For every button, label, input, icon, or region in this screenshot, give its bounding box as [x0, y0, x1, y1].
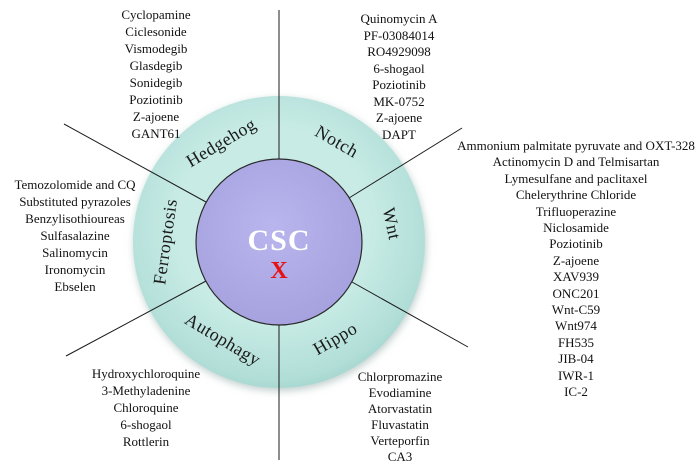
- drug-item: 6-shogaol: [120, 417, 172, 432]
- drug-item: Verteporfin: [370, 433, 430, 448]
- divider-line-lower-left: [65, 280, 207, 357]
- drug-item: FH535: [557, 334, 595, 350]
- divider-line-lower-right: [351, 281, 469, 348]
- drug-item: Cyclopamine: [121, 7, 191, 22]
- drug-item: Niclosamide: [543, 220, 609, 236]
- drug-item: Z-ajoene: [375, 110, 423, 125]
- drug-item: Trifluoperazine: [535, 203, 617, 219]
- drug-item: Lymesulfane and paclitaxel: [504, 170, 648, 186]
- drug-item: Salinomycin: [42, 245, 108, 260]
- drug-item: Poziotinib: [129, 92, 183, 107]
- drug-item: Z-ajoene: [132, 109, 180, 124]
- drug-item: Benzylisothioureas: [25, 211, 125, 226]
- drug-item: Atorvastatin: [367, 401, 433, 416]
- drug-item: Sonidegib: [129, 75, 183, 90]
- drug-item: Chloroquine: [113, 400, 179, 415]
- drug-item: Evodiamine: [368, 385, 432, 400]
- drug-item: Poziotinib: [372, 77, 426, 92]
- drug-item: Ciclesonide: [125, 24, 187, 39]
- drug-item: 6-shogaol: [373, 60, 425, 76]
- csc-center-label: CSC: [247, 224, 310, 257]
- drug-item: Z-ajoene: [552, 252, 600, 268]
- drug-item: GANT61: [131, 126, 181, 141]
- drug-item: JIB-04: [558, 351, 594, 367]
- drug-item: RO4929098: [367, 44, 431, 59]
- drug-item: Ammonium palmitate pyruvate and OXT-328: [457, 138, 695, 153]
- drug-item: IWR-1: [557, 367, 595, 383]
- drug-item: XAV939: [553, 269, 599, 285]
- drug-item: CA3: [387, 449, 413, 464]
- drug-item: Poziotinib: [549, 236, 603, 252]
- drug-item: Glasdegib: [129, 58, 183, 73]
- drug-item: Quinomycin A: [360, 11, 438, 26]
- drug-item: ONC201: [552, 285, 600, 301]
- drug-item: Ebselen: [54, 279, 96, 294]
- drug-list-ferroptosis: Temozolomide and CQ Substituted pyrazoles…: [14, 176, 135, 295]
- drug-item: MK-0752: [373, 93, 425, 109]
- drug-item: PF-03084014: [363, 27, 435, 43]
- drug-item: Sulfasalazine: [40, 228, 110, 243]
- inner-circle: [195, 158, 363, 326]
- divider-lines: [63, 10, 469, 460]
- drug-item: Actinomycin D and Telmisartan: [492, 154, 660, 170]
- drug-item: Wnt974: [555, 318, 597, 334]
- drug-item: Rottlerin: [122, 434, 170, 449]
- drug-item: Ironomycin: [44, 262, 106, 277]
- drug-item: Chlorpromazine: [357, 369, 443, 384]
- divider-line-upper-left: [63, 123, 207, 203]
- drug-item: Substituted pyrazoles: [19, 194, 131, 209]
- drug-item: IC-2: [564, 384, 588, 400]
- drug-item: DAPT: [382, 126, 416, 142]
- drug-item: Temozolomide and CQ: [14, 177, 136, 192]
- drug-item: Vismodegib: [124, 41, 188, 56]
- drug-item: Chelerythrine Chloride: [515, 187, 637, 203]
- drug-item: Wnt-C59: [551, 302, 601, 318]
- divider-line-upper-right: [348, 127, 463, 199]
- drug-item: 3-Methyladenine: [101, 383, 191, 398]
- csc-x-mark: X: [270, 258, 288, 284]
- drug-item: Hydroxychloroquine: [91, 366, 201, 381]
- drug-item: Fluvastatin: [371, 417, 429, 432]
